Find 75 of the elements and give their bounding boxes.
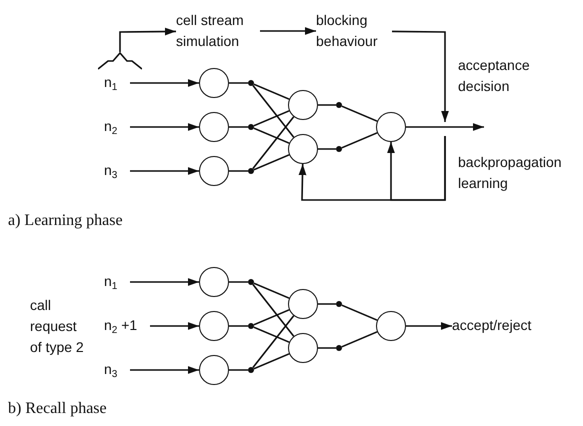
annotation-label: acceptance decision: [458, 56, 531, 96]
connection-line: [229, 170, 248, 172]
neuron-circle: [199, 68, 229, 98]
junction-dot: [248, 80, 254, 86]
neuron-circle: [288, 289, 318, 319]
input-label: n$_{2}$: [104, 116, 130, 142]
connection-line: [229, 281, 248, 283]
connection-line: [253, 326, 290, 343]
connection-line: [253, 282, 290, 299]
connection-line: [253, 154, 290, 171]
arrow: [406, 322, 452, 330]
input-label: n$_{1}$: [104, 271, 130, 297]
neuron-circle: [288, 333, 318, 363]
caption: b) Recall phase: [8, 399, 108, 419]
arrow: [119, 28, 176, 52]
connection-line: [253, 110, 290, 127]
connection-line: [229, 82, 248, 84]
junction-dot: [248, 279, 254, 285]
caption: a) Learning phase: [8, 211, 124, 231]
wave-icon: [98, 52, 142, 70]
arrow: [260, 27, 316, 35]
connection-line: [341, 105, 378, 122]
neuron-circle: [376, 311, 406, 341]
process-label: accept/reject: [452, 315, 548, 336]
junction-dot: [248, 168, 254, 174]
connection-line: [318, 148, 336, 150]
connection-line: [341, 331, 378, 348]
annotation-label: backpropagation learning: [458, 153, 563, 193]
arrow: [392, 30, 449, 122]
junction-dot: [248, 367, 254, 373]
connection-line: [253, 309, 290, 326]
arrow: [130, 167, 199, 175]
arrow: [130, 79, 199, 87]
neuron-circle: [376, 112, 406, 142]
junction-dot: [248, 323, 254, 329]
connection-line: [252, 84, 294, 138]
connection-line: [253, 83, 290, 100]
connection-line: [341, 304, 378, 321]
arrow: [130, 123, 199, 131]
connection-line: [318, 347, 336, 349]
input-label: n$_{3}$: [104, 160, 130, 186]
connection-line: [341, 132, 378, 149]
process-label: cell stream simulation: [176, 10, 260, 52]
connection-line: [253, 353, 290, 370]
neuron-circle: [199, 311, 229, 341]
input-label: n$_{2}$ +1: [104, 315, 150, 341]
connection-line: [318, 104, 336, 106]
arrow: [406, 123, 484, 131]
process-label: blocking behaviour: [316, 10, 392, 52]
arrow: [130, 278, 199, 286]
connection-line: [318, 303, 336, 305]
connection-line: [229, 126, 248, 128]
neuron-circle: [199, 156, 229, 186]
neuron-circle: [199, 112, 229, 142]
arrow: [130, 366, 199, 374]
junction-dot: [336, 301, 342, 307]
junction-dot: [336, 345, 342, 351]
input-label: n$_{3}$: [104, 359, 130, 385]
connection-line: [252, 116, 294, 170]
neuron-circle: [199, 355, 229, 385]
arrow: [150, 322, 199, 330]
neuron-circle: [199, 267, 229, 297]
neuron-circle: [288, 90, 318, 120]
neuron-circle: [288, 134, 318, 164]
annotation-label: call request of type 2: [30, 296, 85, 357]
input-label: n$_{1}$: [104, 72, 130, 98]
connection-line: [229, 325, 248, 327]
junction-dot: [336, 102, 342, 108]
connection-line: [252, 315, 294, 368]
connection-line: [229, 369, 248, 371]
connection-line: [253, 127, 290, 144]
junction-dot: [336, 146, 342, 152]
arrow: [387, 136, 446, 201]
connection-line: [252, 284, 294, 337]
junction-dot: [248, 124, 254, 130]
